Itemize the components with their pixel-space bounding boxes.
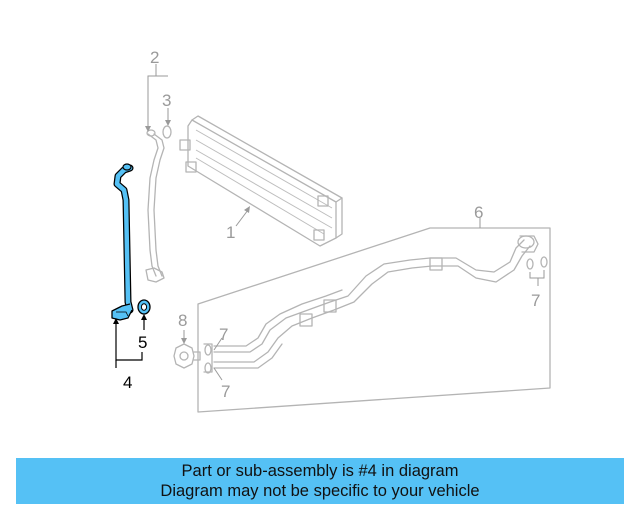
callout-5: 5: [138, 333, 147, 352]
callout-4-leader: [113, 318, 143, 368]
callout-7-right: 7: [531, 291, 540, 310]
part-8-fitting[interactable]: [173, 343, 201, 369]
callout-2-3-leaders: [145, 64, 171, 132]
callout-7-lower-left: 7: [221, 382, 230, 401]
caption-line-1: Part or sub-assembly is #4 in diagram: [181, 462, 459, 480]
callout-2: 2: [150, 48, 159, 67]
callout-7-upper-left: 7: [219, 325, 228, 344]
callout-1-leader: [235, 206, 250, 227]
callout-8-leader: [181, 330, 187, 344]
callout-8: 8: [178, 311, 187, 330]
callout-4: 4: [123, 373, 132, 392]
callout-6: 6: [474, 203, 483, 222]
part-2-hose[interactable]: [145, 129, 165, 283]
caption-line-2: Diagram may not be specific to your vehi…: [160, 482, 480, 500]
parts-diagram: 2 3 1 6 7 7 7 8 5 4: [111, 48, 551, 413]
part-7-clips[interactable]: [204, 256, 548, 374]
info-banner: Part or sub-assembly is #4 in diagram Di…: [16, 458, 624, 504]
part-5-seal[interactable]: [137, 299, 151, 315]
part-4-cooler-line[interactable]: [111, 163, 134, 321]
part-3-clip[interactable]: [162, 125, 172, 139]
part-1-oil-cooler[interactable]: [179, 115, 343, 247]
callout-5-leader: [141, 314, 147, 330]
part-6-cooler-lines[interactable]: [197, 227, 551, 413]
callout-1: 1: [226, 223, 235, 242]
callout-3: 3: [162, 91, 171, 110]
callout-7-leaders: [213, 270, 545, 381]
